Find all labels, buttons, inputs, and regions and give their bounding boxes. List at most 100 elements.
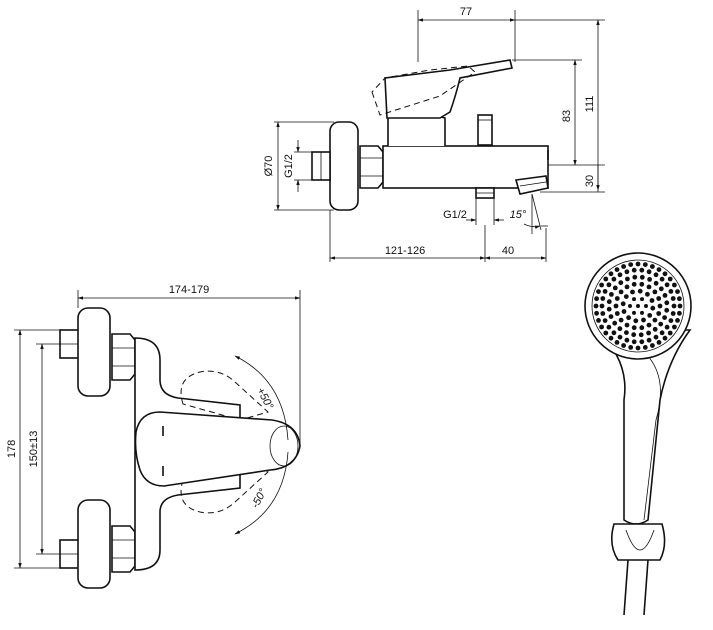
nozzle-dot (639, 274, 645, 280)
nozzle-dot (614, 340, 620, 345)
nozzle-dot (608, 314, 614, 319)
nozzle-dot (642, 262, 648, 267)
side-hex-nut (359, 145, 384, 189)
nozzle-dot (667, 276, 673, 282)
nozzle-dot (677, 303, 683, 309)
nozzle-dot (637, 288, 643, 294)
nozzle-dot (640, 297, 644, 302)
nozzle-dot (596, 289, 601, 294)
nozzle-dot (618, 317, 624, 323)
nozzle-dot (646, 284, 652, 290)
nozzle-dot (662, 335, 668, 341)
nozzle-dot (632, 297, 636, 302)
nozzle-dot (664, 300, 670, 306)
nozzle-dot (668, 289, 674, 294)
nozzle-dot (649, 298, 655, 303)
nozzle-dot (621, 343, 626, 348)
nozzle-dot (599, 282, 604, 288)
nozzle-dot (659, 330, 665, 336)
angle-up: +50° (254, 386, 276, 413)
nozzle-dot (653, 334, 659, 340)
nozzle-dot (662, 271, 668, 277)
nozzle-dot (613, 303, 619, 309)
nozzle-dot (628, 345, 634, 350)
nozzle-dot (631, 325, 637, 331)
nozzle-dot (647, 313, 653, 318)
nozzle-dot (675, 289, 680, 294)
shower-holder (610, 523, 666, 561)
front-lever-alt-down (180, 463, 270, 514)
nozzle-dot (631, 267, 637, 273)
nozzle-dot (650, 305, 656, 311)
front-upper-flange (77, 307, 111, 397)
side-spout-nozzle (514, 175, 549, 195)
nozzle-dot (594, 296, 599, 302)
nozzle-dot (628, 304, 632, 308)
nozzle-dot (632, 274, 638, 280)
side-wall-flange (329, 121, 359, 211)
nozzle-dot (670, 296, 676, 301)
nozzle-dot (624, 269, 630, 275)
angle-down: -50° (249, 486, 269, 510)
nozzle-dot (635, 345, 641, 351)
front-lever-alt-up (180, 370, 270, 421)
nozzle-dot (646, 322, 652, 328)
nozzle-dot (671, 303, 677, 309)
nozzle-dot (635, 261, 641, 267)
front-upper-nut (111, 333, 136, 381)
side-view: 77 83 111 30 Ø70 G1/2 G1/2 (263, 6, 605, 262)
nozzle-dot (650, 343, 655, 348)
nozzle-dot (593, 303, 599, 309)
nozzle-dot (633, 318, 639, 324)
dim-top-width: 77 (460, 6, 472, 18)
nozzle-dot (614, 296, 620, 301)
nozzle-dot (618, 289, 624, 295)
dim-outlet-thread: G1/2 (443, 209, 467, 221)
nozzle-dot (659, 276, 665, 282)
nozzle-dot (662, 315, 667, 320)
nozzle-dot (611, 276, 617, 282)
nozzle-dot (614, 311, 620, 316)
front-lower-flange (77, 499, 111, 589)
nozzle-dot (612, 285, 618, 291)
dim-centers: 150±13 (28, 431, 40, 468)
nozzle-dot (609, 292, 614, 297)
nozzle-dot (624, 284, 630, 290)
nozzle-dot (606, 306, 612, 312)
nozzle-dot (631, 339, 637, 345)
nozzle-dot (677, 296, 682, 302)
nozzle-dot (653, 280, 659, 286)
dim-outlet-to-spout: 40 (502, 245, 514, 257)
side-lever-alt (371, 65, 476, 116)
dim-overall-width: 174-179 (169, 284, 209, 296)
dim-angle: 15° (510, 209, 527, 221)
nozzle-dot (630, 289, 635, 295)
nozzle-dot (668, 318, 674, 323)
nozzle-dot (623, 294, 629, 299)
nozzle-dot (638, 332, 644, 338)
nozzle-dot (639, 339, 645, 345)
shower-nozzles (593, 261, 683, 351)
nozzle-dot (603, 330, 609, 336)
nozzle-dot (612, 320, 618, 326)
nozzle-dot (644, 304, 648, 308)
nozzle-dot (618, 280, 624, 286)
nozzle-dot (646, 337, 652, 343)
nozzle-dot (664, 282, 670, 288)
nozzle-dot (624, 330, 629, 335)
nozzle-dot (646, 269, 652, 275)
front-lower-nut (111, 525, 136, 573)
nozzle-dot (594, 310, 599, 316)
nozzle-dot (662, 293, 668, 298)
nozzle-dot (657, 303, 663, 309)
nozzle-dot (624, 337, 630, 343)
nozzle-dot (656, 296, 662, 301)
nozzle-dot (640, 310, 644, 315)
dim-lever-height: 83 (561, 110, 573, 122)
front-view: +50° -50° 174-179 178 150±13 (6, 284, 301, 589)
nozzle-dot (599, 303, 605, 309)
nozzle-dot (641, 317, 646, 323)
nozzle-dot (617, 326, 623, 332)
nozzle-dot (642, 345, 648, 350)
